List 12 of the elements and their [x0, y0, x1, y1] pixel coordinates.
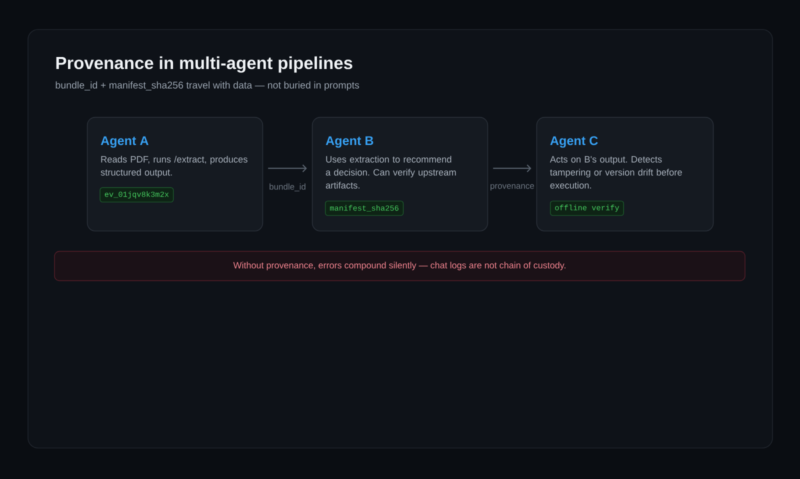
card-text: Acts on B's output. Detects tampering or version drift before execution.	[550, 156, 682, 189]
subtitle: bundle_id + manifest_sha256 travel with data — not buried in prompts	[56, 81, 360, 91]
card-title: Agent B	[326, 136, 374, 148]
edge-label: bundle_id	[268, 182, 308, 192]
card-text: Uses extraction to recommend a decision. Can verify upstream artifacts.	[326, 156, 456, 189]
card-title: Agent A	[100, 136, 148, 148]
heading: Provenance in multi-agent pipelines	[56, 56, 352, 73]
arrow	[268, 164, 307, 172]
card-text: Reads PDF, runs /extract, produces structured output.	[100, 156, 248, 178]
arrow	[493, 164, 532, 172]
warning-banner: Without provenance, errors compound silently — chat logs are not chain of custody.	[54, 250, 746, 282]
card-title: Agent C	[550, 136, 598, 148]
